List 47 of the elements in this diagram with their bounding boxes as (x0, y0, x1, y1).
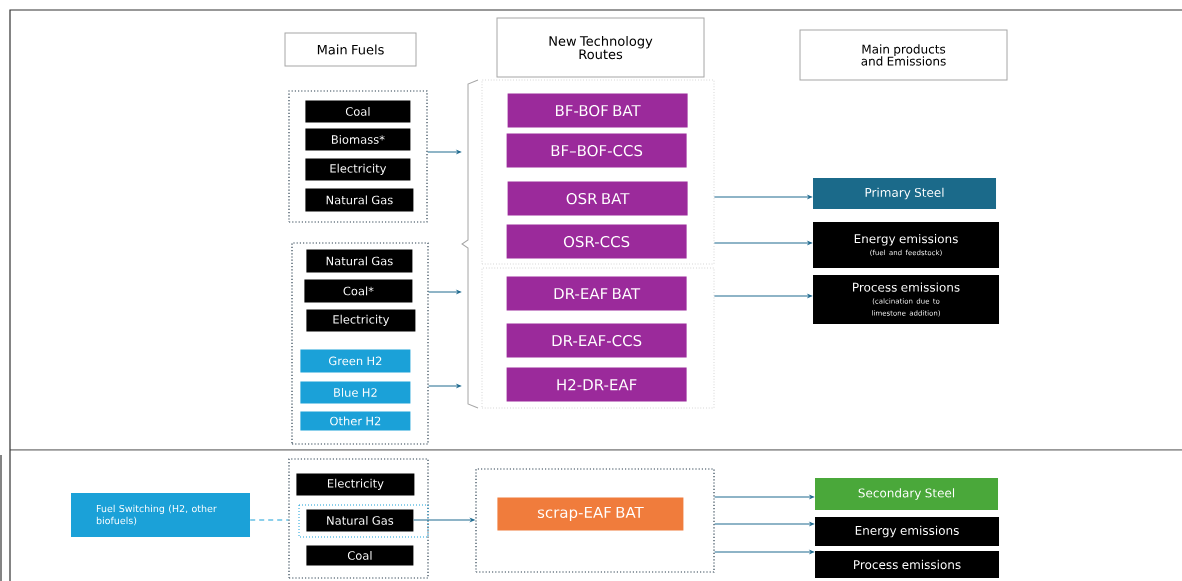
fuel-box: Electricity (296, 473, 415, 496)
emission-box: Process emissions (815, 551, 999, 578)
product-box: Secondary Steel (815, 478, 998, 510)
group-box (481, 79, 715, 265)
fuel-box: Electricity (306, 309, 416, 332)
fuel-box: Natural Gas (306, 509, 414, 532)
route-box: DR-EAF-CCS (506, 323, 687, 358)
fuel-box: Natural Gas (306, 249, 413, 273)
group-box (288, 458, 429, 579)
product-box: Primary Steel (813, 178, 996, 209)
fuel-box: Green H2 (300, 349, 411, 373)
route-box: BF–BOF-CCS (506, 133, 687, 168)
fuel-box: Electricity (305, 158, 411, 181)
group-box (288, 90, 428, 223)
emission-box: Energy emissions (815, 517, 999, 546)
arrow (413, 518, 475, 522)
route-box: BF-BOF BAT (507, 93, 688, 128)
header-box: Main Fuels (284, 32, 417, 67)
route-box: DR-EAF BAT (506, 276, 687, 311)
route-box: H2-DR-EAF (506, 367, 687, 402)
route-box: scrap-EAF BAT (497, 497, 684, 531)
header-box: New Technology Routes (496, 17, 705, 78)
arrow (428, 384, 461, 388)
arrow (714, 522, 814, 526)
fuel-box: Blue H2 (300, 381, 411, 404)
arrow (713, 241, 812, 245)
arrow (428, 290, 461, 294)
bracket (461, 79, 479, 409)
fuel-switching-box: Fuel Switching (H2, other biofuels) (71, 493, 250, 537)
fuel-box: Other H2 (300, 411, 411, 431)
group-box (481, 267, 715, 409)
arrow (427, 150, 461, 154)
group-box (475, 468, 715, 573)
group-box (291, 242, 429, 445)
fuel-box: Natural Gas (305, 188, 414, 212)
route-box: OSR BAT (507, 181, 688, 216)
arrow (714, 495, 814, 499)
dashed-line (249, 519, 289, 521)
fuel-box: Coal (305, 100, 411, 123)
route-box: OSR-CCS (506, 224, 687, 259)
header-box: Main products and Emissions (799, 29, 1008, 81)
fuel-box: Coal (306, 545, 414, 566)
fuel-box: Biomass* (305, 128, 411, 151)
arrow (713, 294, 812, 298)
arrow (714, 550, 814, 554)
fuel-box: Coal* (304, 279, 413, 303)
arrow (713, 195, 812, 199)
